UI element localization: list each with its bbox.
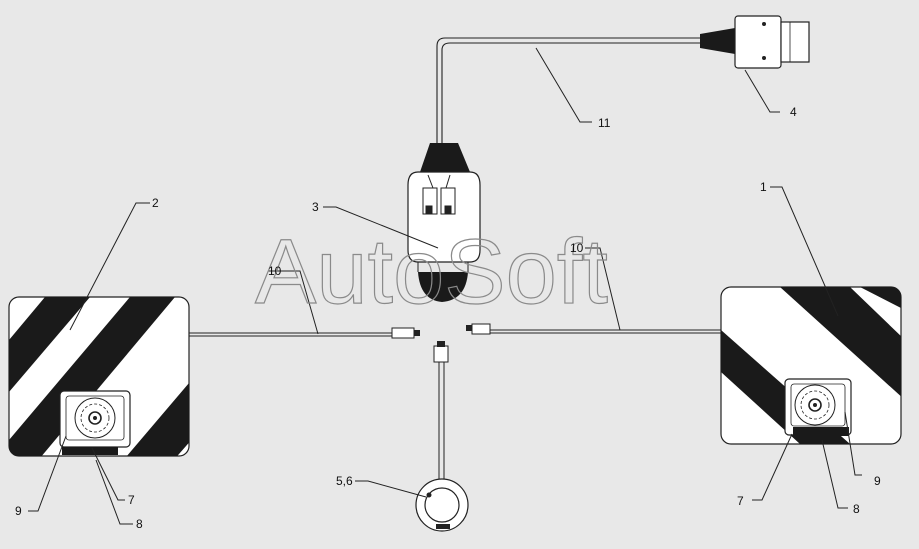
switch-unit: [415, 478, 469, 532]
callout-4: 4: [790, 105, 797, 119]
callout-1: 1: [760, 180, 767, 194]
right-lamp-lens: [794, 384, 836, 426]
callout-7-right: 7: [737, 494, 744, 508]
switch-wire-connector: [433, 341, 449, 363]
watermark-text: AutoSoft: [255, 221, 608, 323]
callout-5-6: 5,6: [336, 474, 353, 488]
callout-9-right: 9: [874, 474, 881, 488]
junction-block: [407, 143, 481, 302]
left-lamp-lens: [74, 397, 116, 439]
callout-10-left: 10: [268, 264, 282, 278]
callout-2: 2: [152, 196, 159, 210]
left-hazard-stripes: [9, 297, 189, 456]
left-lamp-panel: [8, 296, 190, 457]
callout-8-left: 8: [136, 517, 143, 531]
callout-7-left: 7: [128, 493, 135, 507]
callout-11: 11: [598, 116, 611, 130]
callout-3: 3: [312, 200, 319, 214]
callout-8-right: 8: [853, 502, 860, 516]
harness-wires: [189, 37, 721, 480]
right-lamp-panel: [720, 286, 902, 445]
junction-terminals: [422, 174, 456, 215]
callout-10-right: 10: [570, 241, 584, 255]
callout-9-left: 9: [15, 504, 22, 518]
leader-lines: [28, 47, 862, 525]
right-wire-connector: [466, 323, 491, 335]
callout-labels: 2 1 3 11 4 5,6 10 10 9 7 8 9 7 8: [15, 105, 881, 531]
left-wire-connector: [391, 327, 420, 339]
trailer-plug: [700, 15, 810, 69]
